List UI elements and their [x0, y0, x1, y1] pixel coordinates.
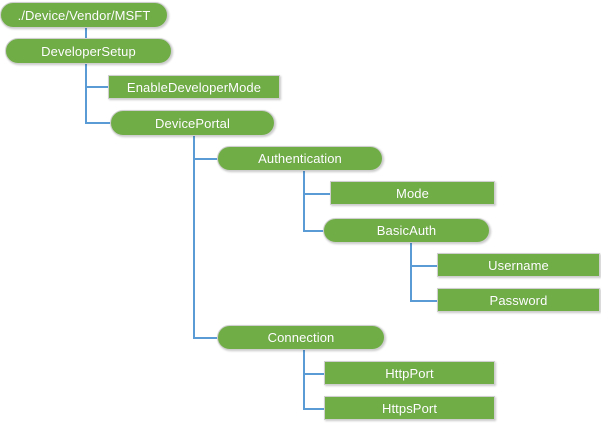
connector-seg-auth-stem [303, 170, 305, 231]
tree-node-label-connection: Connection [267, 330, 335, 345]
tree-node-label-httpport: HttpPort [385, 365, 434, 381]
connector-seg-ds-trunk [85, 64, 87, 123]
connector-seg-conn-to-https [303, 408, 325, 410]
tree-node-httpport[interactable]: HttpPort [324, 361, 495, 385]
tree-node-developersetup[interactable]: DeveloperSetup [5, 38, 172, 64]
tree-node-authentication[interactable]: Authentication [217, 146, 383, 171]
connector-seg-root-stem [85, 27, 87, 39]
tree-node-label-basicauth: BasicAuth [376, 223, 437, 238]
tree-node-label-authentication: Authentication [258, 151, 342, 166]
tree-node-label-deviceportal: DevicePortal [155, 115, 230, 131]
tree-node-label-password: Password [489, 292, 548, 308]
connector-seg-conn-stem [303, 350, 305, 409]
tree-node-password[interactable]: Password [437, 288, 600, 312]
connector-seg-basic-to-user [410, 265, 438, 267]
connector-seg-basic-stem [410, 243, 412, 301]
connector-seg-auth-to-mode [303, 193, 331, 195]
connector-seg-dp-to-auth [193, 158, 218, 160]
connector-seg-conn-to-http [303, 373, 325, 375]
connector-seg-basic-to-pass [410, 300, 438, 302]
tree-node-username[interactable]: Username [437, 253, 600, 277]
tree-node-label-mode: Mode [396, 185, 429, 201]
tree-node-connection[interactable]: Connection [217, 325, 385, 350]
connector-seg-ds-to-edm [85, 86, 109, 88]
tree-node-httpsport[interactable]: HttpsPort [324, 396, 495, 420]
connector-seg-dp-stem [193, 136, 195, 338]
tree-node-enabledevelopermode[interactable]: EnableDeveloperMode [108, 75, 280, 99]
connector-seg-dp-to-conn [193, 337, 218, 339]
tree-node-deviceportal[interactable]: DevicePortal [110, 110, 275, 136]
tree-node-label-httpsport: HttpsPort [381, 400, 438, 416]
tree-node-label-developersetup: DeveloperSetup [41, 43, 136, 59]
connector-seg-ds-to-dp [85, 122, 111, 124]
tree-node-label-root: ./Device/Vendor/MSFT [17, 7, 151, 23]
connector-seg-auth-to-basic [303, 230, 324, 232]
tree-node-label-enabledevelopermode: EnableDeveloperMode [126, 79, 262, 95]
tree-node-basicauth[interactable]: BasicAuth [323, 218, 490, 243]
tree-node-root[interactable]: ./Device/Vendor/MSFT [0, 2, 168, 28]
tree-node-mode[interactable]: Mode [330, 181, 495, 205]
tree-node-label-username: Username [488, 257, 549, 273]
